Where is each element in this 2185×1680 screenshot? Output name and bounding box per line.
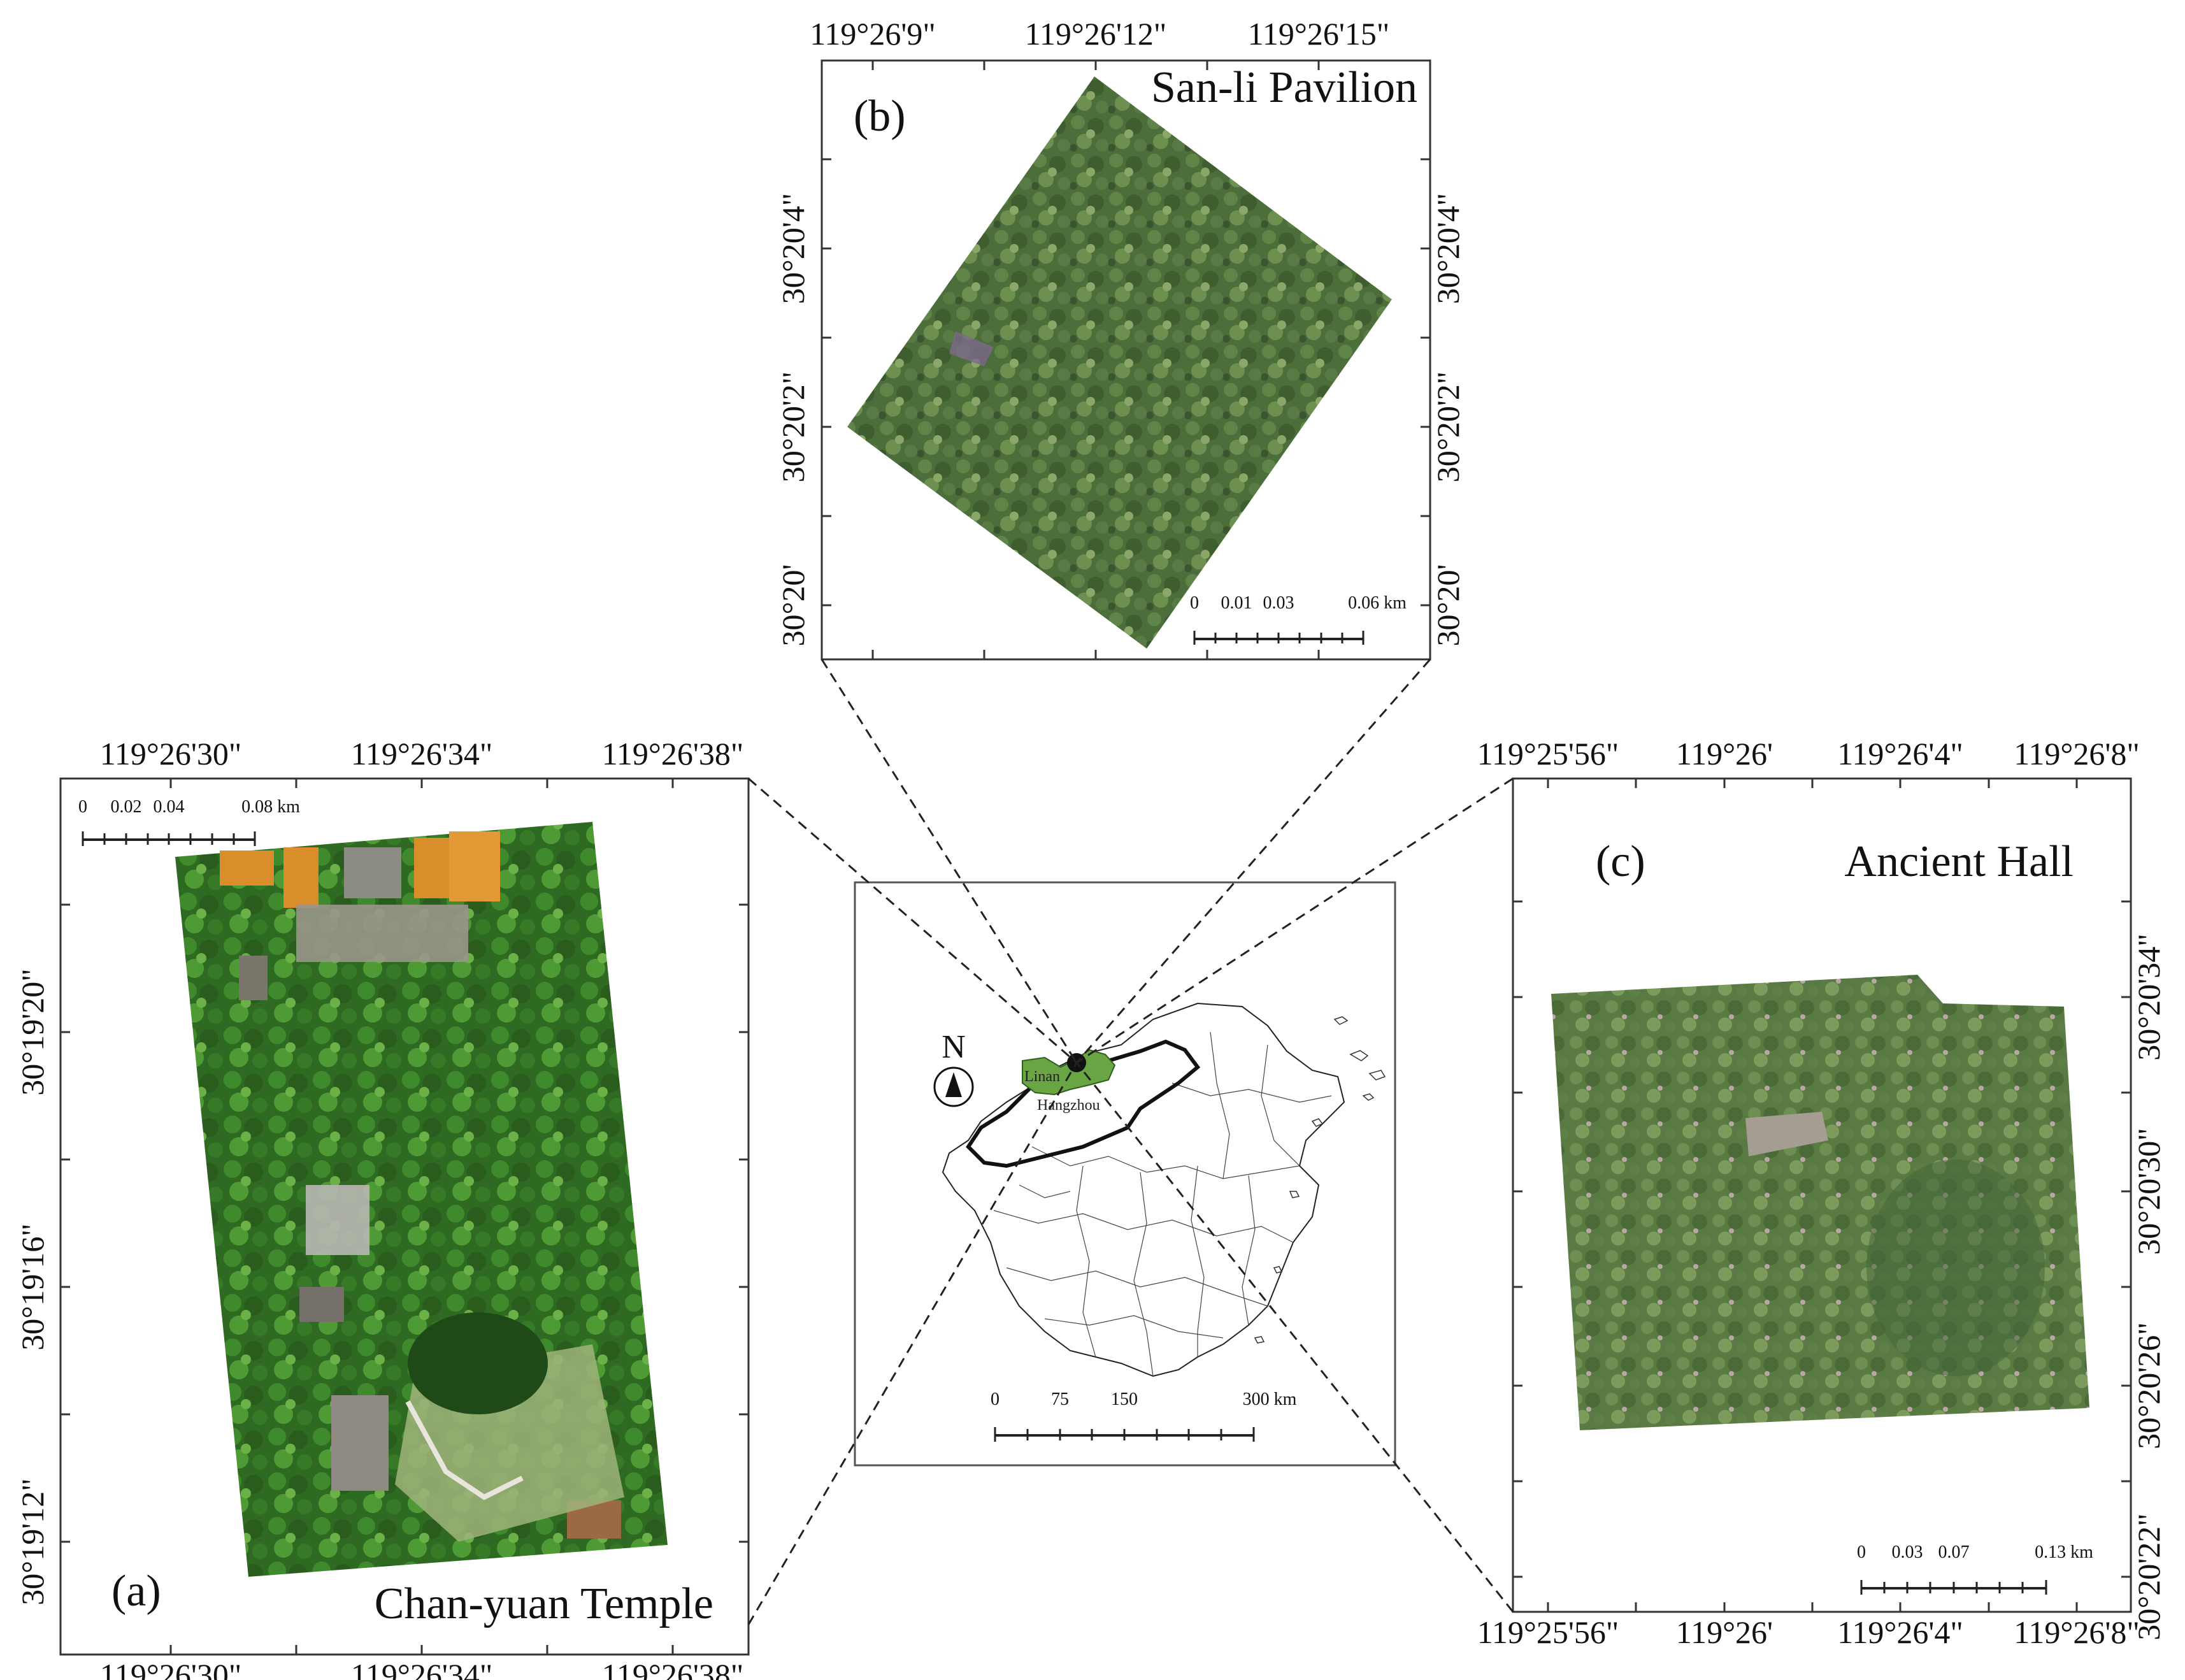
panel-a-scale-3: 0.08 km (241, 797, 300, 817)
panel-a-top-tick-3: 119°26'38" (602, 736, 744, 772)
panel-c-dense-canopy (1866, 1159, 2045, 1376)
linan-label: Linan (1024, 1068, 1060, 1085)
panel-a-letter: (a) (111, 1567, 161, 1616)
connector-c-top (1076, 777, 1514, 1064)
panel-b-scale-3: 0.06 km (1348, 593, 1407, 613)
north-arrow-icon (945, 1072, 962, 1097)
connector-b-left (820, 659, 1078, 1063)
panel-c-top-tick-2: 119°26' (1676, 736, 1773, 772)
panel-c-scale-1: 0.03 (1892, 1542, 1923, 1562)
panel-b-right-tick-1: 30°20'4" (1430, 193, 1466, 304)
coastal-islands (1254, 1016, 1386, 1344)
panel-a-title: Chan-yuan Temple (375, 1579, 713, 1628)
panel-c-ancient-hall-building (1745, 1112, 1828, 1156)
panel-b-letter: (b) (854, 92, 906, 141)
panel-b-left-tick-1: 30°20'4" (775, 193, 811, 304)
panel-b-right-tick-3: 30°20' (1430, 564, 1466, 646)
linan-region (1022, 1049, 1116, 1096)
panel-b-top-tick-2: 119°26'12" (1025, 16, 1167, 52)
panel-a-scale-bar: 0 0.02 0.04 0.08 km (78, 797, 300, 846)
panel-a: 119°26'30" 119°26'34" 119°26'38" 119°26'… (15, 736, 750, 1680)
panel-b-left-tick-3: 30°20' (775, 564, 811, 646)
panel-c-scale-bar: 0 0.03 0.07 0.13 km (1857, 1542, 2093, 1595)
overview-map: Linan Hangzhou N 0 75 150 300 km (854, 881, 1396, 1467)
connector-c-bottom (1075, 1062, 1514, 1612)
panel-b-clearing (949, 331, 994, 366)
panel-a-scale-1: 0.02 (111, 797, 142, 817)
panel-b-top-tick-1: 119°26'9" (810, 16, 936, 52)
panel-c: 119°25'56" 119°26' 119°26'4" 119°26'8" 1… (1477, 736, 2167, 1650)
panel-c-ticks (1513, 779, 2131, 1612)
panel-b-top-tick-3: 119°26'15" (1248, 16, 1390, 52)
connector-lines (747, 659, 1514, 1625)
panel-c-right-tick-4: 30°20'22" (2131, 1513, 2167, 1640)
panel-a-ticks (61, 779, 749, 1655)
panel-b-scale-1: 0.01 (1221, 593, 1252, 613)
panel-c-scale-3: 0.13 km (2035, 1542, 2093, 1562)
panel-c-bottom-tick-4: 119°26'8" (2014, 1614, 2140, 1650)
overview-scale-3: 300 km (1243, 1389, 1297, 1409)
overview-scale-bar: 0 75 150 300 km (991, 1389, 1297, 1442)
overview-scale-1: 75 (1051, 1389, 1069, 1409)
panel-b-right-tick-2: 30°20'2" (1430, 371, 1466, 482)
panel-c-scale-2: 0.07 (1938, 1542, 1970, 1562)
panel-a-scale-2: 0.04 (154, 797, 185, 817)
north-arrow: N (933, 1029, 974, 1107)
panel-b: 119°26'9" 119°26'12" 119°26'15" 30°20'4"… (775, 16, 1466, 661)
connector-b-right (1075, 659, 1431, 1063)
north-label: N (942, 1029, 966, 1065)
connector-a-bottom (747, 1062, 1078, 1625)
overview-scale-2: 150 (1111, 1389, 1138, 1409)
panel-b-scale-2: 0.03 (1263, 593, 1294, 613)
connector-a-top (748, 777, 1077, 1064)
panel-a-left-tick-2: 30°19'16" (15, 1223, 50, 1350)
panel-c-bottom-tick-1: 119°25'56" (1477, 1614, 1619, 1650)
panel-c-right-tick-1: 30°20'34" (2131, 933, 2167, 1060)
panel-c-bottom-tick-2: 119°26' (1676, 1614, 1773, 1650)
panel-a-left-tick-3: 30°19'12" (15, 1478, 50, 1605)
panel-c-scale-0: 0 (1857, 1542, 1866, 1562)
hangzhou-boundary (966, 1039, 1201, 1168)
panel-c-top-tick-3: 119°26'4" (1837, 736, 1963, 772)
province-outline (942, 1002, 1345, 1377)
panel-c-top-tick-4: 119°26'8" (2014, 736, 2140, 772)
panel-c-title: Ancient Hall (1844, 837, 2074, 886)
panel-a-bottom-tick-2: 119°26'34" (351, 1657, 493, 1680)
panel-a-bottom-tick-1: 119°26'30" (100, 1657, 242, 1680)
panel-c-letter: (c) (1596, 837, 1645, 886)
panel-b-scale-bar: 0 0.01 0.03 0.06 km (1190, 593, 1407, 645)
panel-a-temple-buildings (220, 831, 621, 1539)
panel-c-bottom-tick-3: 119°26'4" (1837, 1614, 1963, 1650)
panel-a-tree-cluster (408, 1312, 548, 1414)
hangzhou-label: Hangzhou (1037, 1097, 1100, 1114)
panel-a-path (405, 1400, 524, 1500)
panel-b-aerial-image (847, 76, 1392, 649)
overview-scale-0: 0 (991, 1389, 999, 1409)
panel-a-bottom-tick-3: 119°26'38" (602, 1657, 744, 1680)
panel-c-right-tick-3: 30°20'26" (2131, 1322, 2167, 1449)
panel-a-top-tick-2: 119°26'34" (351, 736, 493, 772)
panel-a-scale-0: 0 (78, 797, 87, 817)
panel-b-scale-0: 0 (1190, 593, 1199, 613)
panel-c-top-tick-1: 119°25'56" (1477, 736, 1619, 772)
panel-b-left-tick-2: 30°20'2" (775, 371, 811, 482)
panel-c-right-tick-2: 30°20'30" (2131, 1128, 2167, 1254)
county-boundaries (993, 1031, 1332, 1377)
panel-b-ticks (822, 61, 1430, 659)
panel-a-left-tick-1: 30°19'20" (15, 968, 50, 1095)
panel-b-title: San-li Pavilion (1151, 63, 1417, 112)
panel-a-top-tick-1: 119°26'30" (100, 736, 242, 772)
